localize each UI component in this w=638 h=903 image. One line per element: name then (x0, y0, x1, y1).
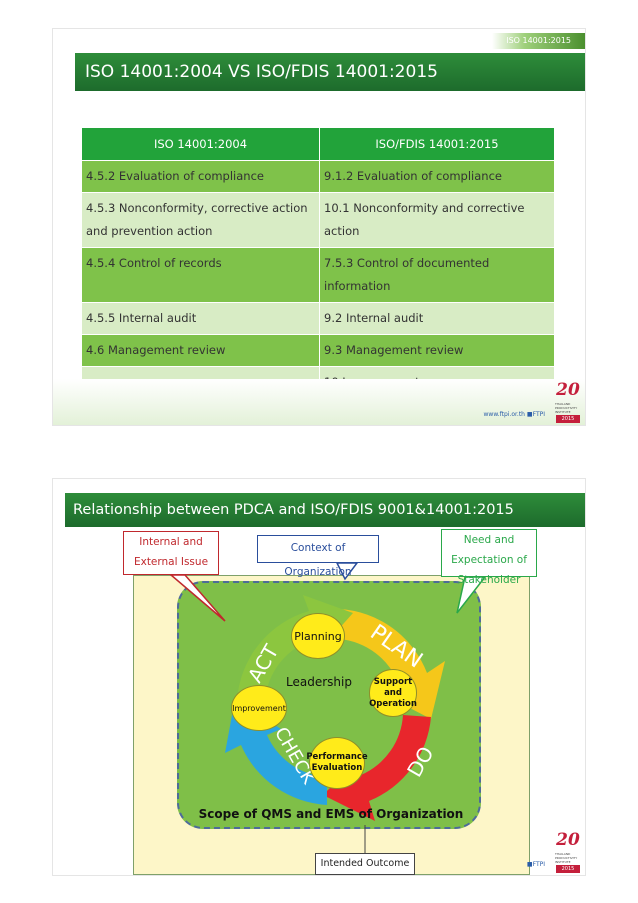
improvement-node: Improvement (231, 685, 287, 731)
table-cell: 9.1.2 Evaluation of compliance (319, 160, 555, 193)
table-row: 4.5.5 Internal audit 9.2 Internal audit (81, 302, 555, 335)
ftpi-logo: 20 THAILAND PRODUCTIVITY INSTITUTE 2015 (553, 379, 583, 423)
table-cell: 4.5.5 Internal audit (81, 302, 320, 335)
website-link[interactable]: www.ftpi.or.th (483, 411, 525, 418)
logo-year: 2015 (556, 415, 580, 423)
leadership-label: Leadership (286, 675, 352, 689)
table-row: 4.5.4 Control of records 7.5.3 Control o… (81, 247, 555, 303)
table-cell: 4.6 Management review (81, 334, 320, 367)
slide-title: ISO 14001:2004 VS ISO/FDIS 14001:2015 (75, 53, 585, 91)
footer-brand: FTPI (532, 861, 545, 868)
do-arc (323, 715, 431, 821)
support-operation-node: Support and Operation (369, 669, 417, 717)
anniversary-number: 20 (556, 830, 580, 850)
table-cell: 4.5.3 Nonconformity, corrective action a… (81, 192, 320, 248)
context-of-organization-callout: Context of Organization (257, 535, 379, 578)
logo-org-text: THAILAND PRODUCTIVITY INSTITUTE (555, 852, 578, 864)
ftpi-icon: ■ (526, 411, 533, 418)
footer-url: www.ftpi.or.th ■FTPI (484, 411, 545, 418)
intended-outcome-callout: Intended Outcome (315, 853, 415, 875)
slide-title: Relationship between PDCA and ISO/FDIS 9… (65, 493, 585, 527)
column-header: ISO/FDIS 14001:2015 (319, 127, 555, 161)
table-cell: 4.5.2 Evaluation of compliance (81, 160, 320, 193)
table-cell: 9.2 Internal audit (319, 302, 555, 335)
ftpi-logo: 20 THAILAND PRODUCTIVITY INSTITUTE 2015 (553, 829, 583, 873)
scope-label: Scope of QMS and EMS of Organization (198, 807, 464, 821)
table-cell: 10.1 Nonconformity and corrective action (319, 192, 555, 248)
anniversary-number: 20 (556, 380, 580, 400)
ftpi-icon: ■ (526, 861, 533, 868)
table-header-row: ISO 14001:2004 ISO/FDIS 14001:2015 (81, 127, 555, 161)
table-cell: 9.3 Management review (319, 334, 555, 367)
table-row: 4.6 Management review 9.3 Management rev… (81, 334, 555, 367)
column-header: ISO 14001:2004 (81, 127, 320, 161)
slide-comparison: ISO 14001:2015 ISO 14001:2004 VS ISO/FDI… (52, 28, 586, 426)
table-cell: 7.5.3 Control of documented information (319, 247, 555, 303)
iso-badge: ISO 14001:2015 (492, 33, 585, 49)
footer-brand: FTPI (532, 411, 545, 418)
footer-url: ■FTPI (527, 861, 545, 868)
performance-evaluation-node: Performance Evaluation (306, 737, 368, 789)
logo-year: 2015 (556, 865, 580, 873)
table-cell: 4.5.4 Control of records (81, 247, 320, 303)
internal-external-issue-callout: Internal and External Issue (123, 531, 219, 575)
table-row: 4.5.2 Evaluation of compliance 9.1.2 Eva… (81, 160, 555, 193)
table-row: 4.5.3 Nonconformity, corrective action a… (81, 192, 555, 248)
logo-org-text: THAILAND PRODUCTIVITY INSTITUTE (555, 402, 578, 414)
footer-band (53, 379, 585, 425)
planning-node: Planning (291, 613, 345, 659)
plan-arc (339, 609, 445, 719)
slide-pdca: Relationship between PDCA and ISO/FDIS 9… (52, 478, 586, 876)
stakeholder-need-callout: Need and Expectation of Stakeholder (441, 529, 537, 586)
comparison-table: ISO 14001:2004 ISO/FDIS 14001:2015 4.5.2… (81, 127, 555, 399)
